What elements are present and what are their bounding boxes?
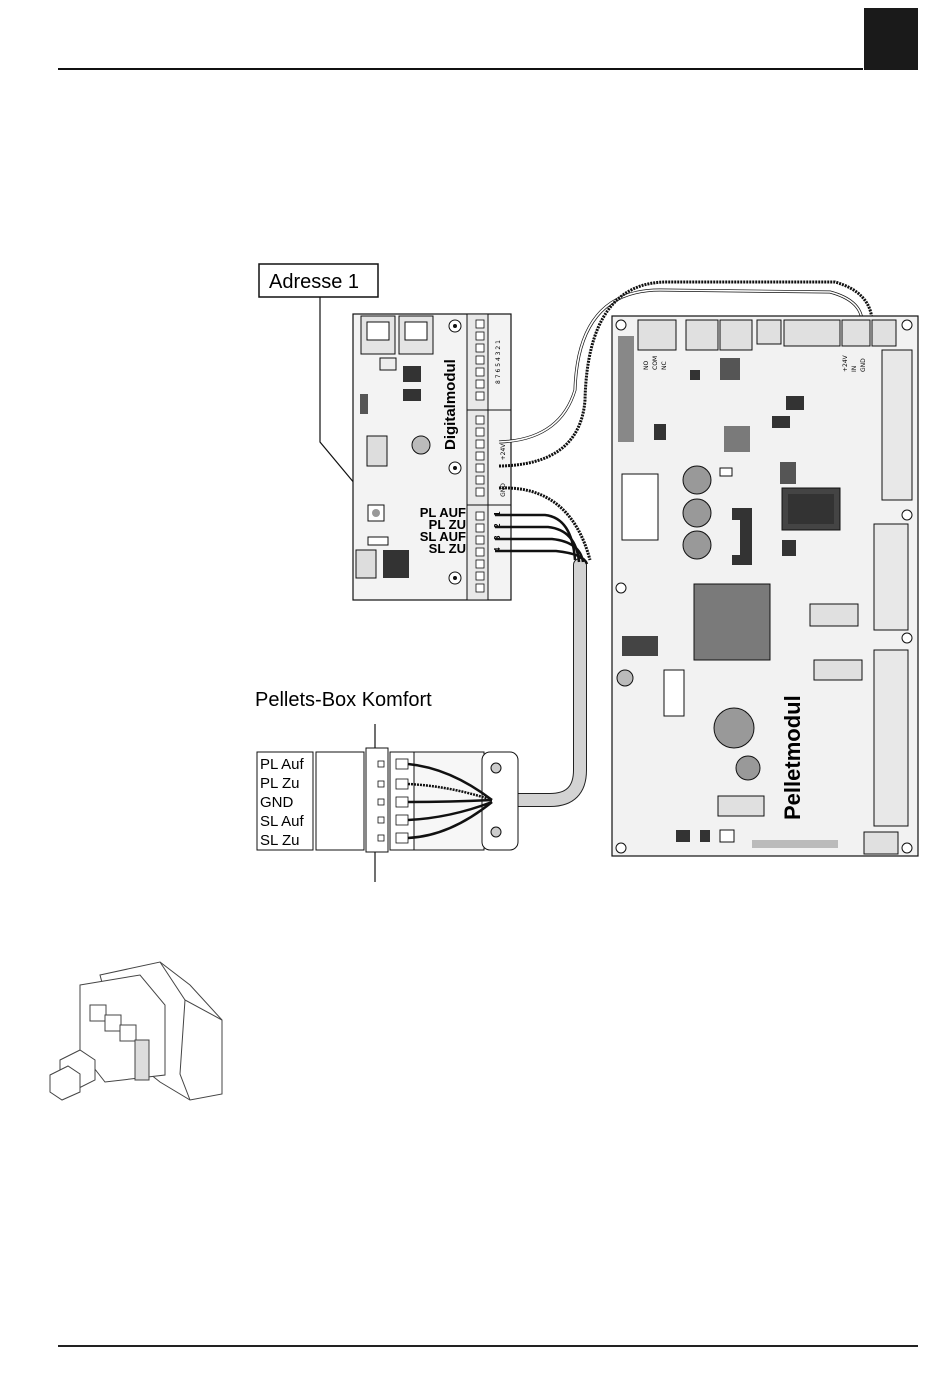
- box-terminal-pl-zu: PL Zu: [260, 775, 299, 792]
- boiler-thumbnail: [50, 962, 222, 1100]
- relay-nc-label: NC: [661, 361, 668, 370]
- top-pin-numbers: 8 7 6 5 4 3 2 1: [495, 340, 502, 384]
- box-terminal-sl-auf: SL Auf: [260, 813, 304, 830]
- relay-com-label: COM: [652, 356, 659, 370]
- box-terminal-pl-auf: PL Auf: [260, 756, 304, 773]
- digital-module-title: Digitalmodul: [442, 359, 459, 450]
- relay-no-label: NO: [643, 361, 650, 370]
- pellets-box-title: Pellets-Box Komfort: [255, 689, 432, 711]
- pellet-module-board: NO COM NC +24V IN GND: [612, 316, 918, 856]
- digital-module-board: Digitalmodul 8 7 6 5 4 3 2 1 +24V GND PL…: [353, 314, 511, 600]
- address-label: Adresse 1: [269, 271, 359, 293]
- pellets-box-connector: PL Auf PL Zu GND SL Auf SL Zu: [257, 724, 518, 882]
- terminal-label-sl-zu: SL ZU: [429, 541, 466, 556]
- box-terminal-gnd: GND: [260, 794, 294, 811]
- pellet-module-title: Pelletmodul: [780, 695, 805, 820]
- sensor-gnd-label: GND: [860, 358, 867, 372]
- sensor-24v-label: +24V: [842, 354, 849, 372]
- sensor-in-label: IN: [851, 366, 858, 372]
- box-terminal-sl-zu: SL Zu: [260, 832, 299, 849]
- digital-24v-label: +24V: [500, 443, 507, 461]
- digital-gnd-label: GND: [500, 483, 507, 497]
- footer-rule: [58, 1345, 918, 1347]
